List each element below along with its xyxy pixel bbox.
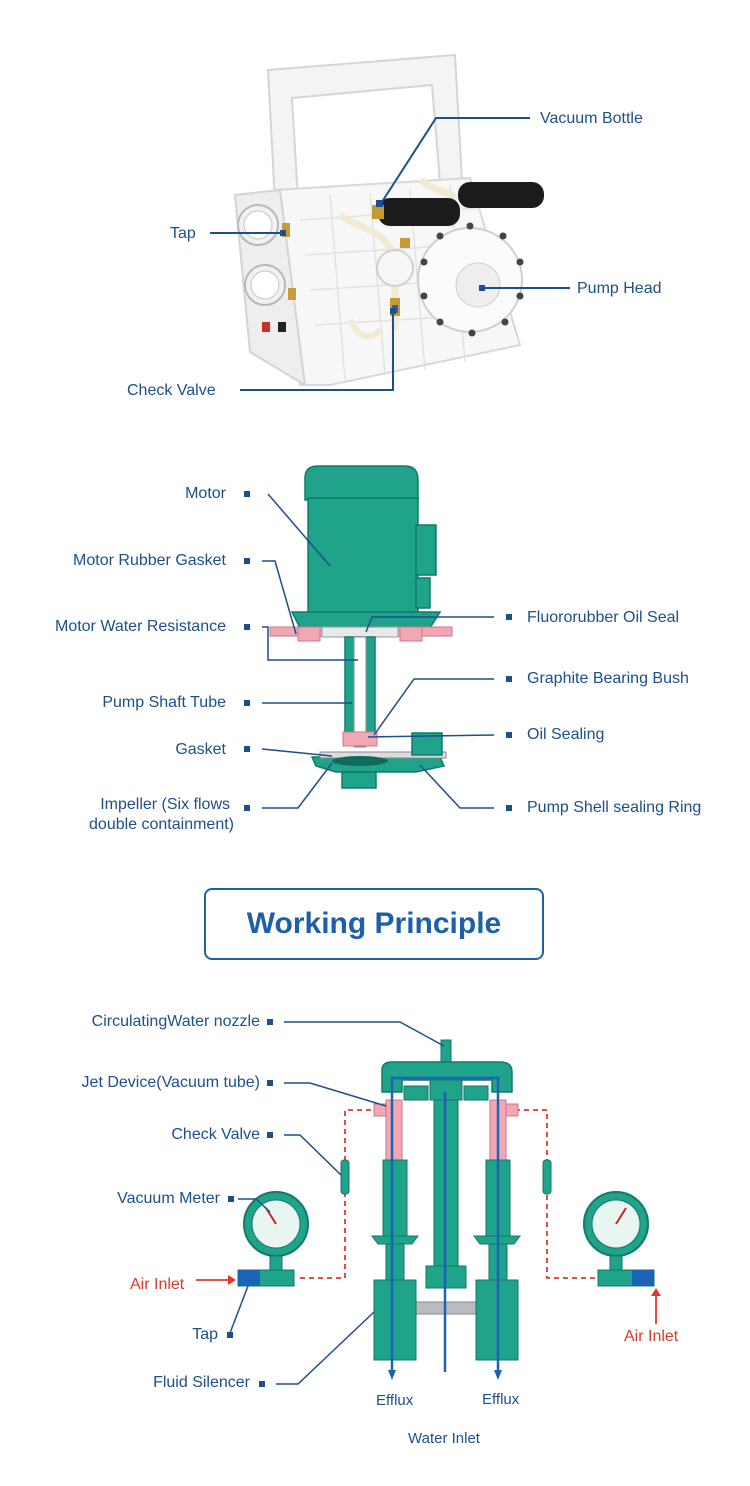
working-principle-banner: Working Principle <box>204 888 544 960</box>
label-check-valve: Check Valve <box>127 382 216 399</box>
label-fluid-silencer: Fluid Silencer <box>153 1374 250 1391</box>
pump-unit-illustration <box>233 53 544 387</box>
label-pump-shaft-tube: Pump Shaft Tube <box>102 694 226 711</box>
vacuum-meter-right <box>583 1191 655 1287</box>
label-efflux-right: Efflux <box>482 1391 520 1408</box>
label-circulating-water-nozzle: CirculatingWater nozzle <box>91 1013 260 1030</box>
label-gasket: Gasket <box>175 741 226 758</box>
label-impeller-line2: double containment) <box>89 816 234 833</box>
pump-cutaway-drawing <box>269 465 453 789</box>
jet-pump-drawing <box>237 1039 655 1380</box>
label-tap-wp: Tap <box>192 1326 218 1343</box>
label-motor-rubber-gasket: Motor Rubber Gasket <box>73 552 226 569</box>
label-air-inlet-right: Air Inlet <box>624 1328 679 1345</box>
label-fluororubber-oil-seal: Fluororubber Oil Seal <box>527 609 680 626</box>
leader-check-valve <box>240 310 394 391</box>
label-impeller-line1: Impeller (Six flows <box>100 796 230 813</box>
label-water-inlet: Water Inlet <box>408 1430 480 1447</box>
label-pump-head: Pump Head <box>577 280 662 297</box>
label-graphite-bearing-bush: Graphite Bearing Bush <box>527 670 689 687</box>
label-vacuum-bottle: Vacuum Bottle <box>540 110 643 127</box>
label-oil-sealing: Oil Sealing <box>527 726 605 743</box>
label-motor: Motor <box>185 485 226 502</box>
label-check-valve-wp: Check Valve <box>171 1126 260 1143</box>
label-jet-device: Jet Device(Vacuum tube) <box>81 1074 260 1091</box>
label-pump-shell-sealing-ring: Pump Shell sealing Ring <box>527 799 702 816</box>
label-air-inlet-left: Air Inlet <box>130 1276 185 1293</box>
vacuum-meter-left <box>237 1191 309 1287</box>
label-efflux-left: Efflux <box>376 1392 414 1409</box>
label-motor-water-resistance: Motor Water Resistance <box>54 618 226 635</box>
label-tap: Tap <box>170 225 196 242</box>
label-vacuum-meter: Vacuum Meter <box>117 1190 220 1207</box>
product-photo-section <box>210 53 570 391</box>
leader-vacuum-bottle <box>379 117 530 206</box>
pump-cutaway-section <box>244 465 512 811</box>
working-principle-title: Working Principle <box>246 907 502 940</box>
